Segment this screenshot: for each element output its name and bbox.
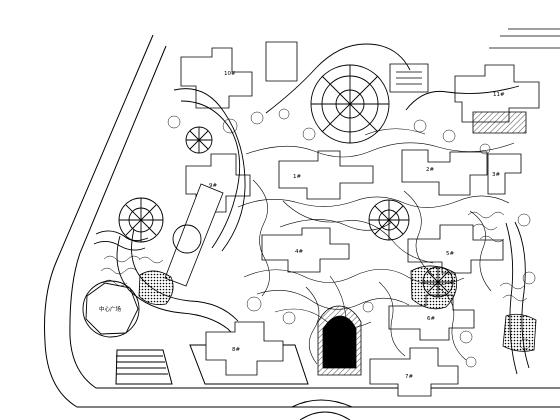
- round-plaza-label: 中心广场: [99, 305, 122, 313]
- building-label-9: 9#: [209, 183, 217, 189]
- garden-line-6: [279, 219, 393, 231]
- northeast-hatched-terrace: [472, 111, 527, 134]
- northwest-building: [180, 47, 253, 109]
- garden-line-8: [282, 200, 434, 264]
- east-textured-plaza: [410, 265, 458, 310]
- block-middle-right: [407, 224, 504, 274]
- west-pond-circle: [172, 224, 202, 254]
- garden-line-2: [237, 195, 510, 208]
- garden-line-12: [305, 286, 320, 365]
- tree-circles: [167, 108, 536, 368]
- north-and-west-structures: [180, 28, 560, 213]
- building-label-1: 1#: [293, 174, 301, 180]
- garden-line-4: [256, 289, 410, 310]
- inner-road-edge: [69, 45, 560, 389]
- block-upper-left: [278, 150, 374, 200]
- outer-road-edge: [44, 34, 560, 408]
- round-plaza-inner-shape: [85, 282, 139, 335]
- garden-line-11: [469, 210, 492, 292]
- block-upper-right: [487, 153, 522, 195]
- hatched-and-filled-areas: [138, 111, 537, 376]
- west-water-edge-inner: [93, 241, 146, 251]
- entry-curve-inner: [299, 411, 351, 420]
- west-textured-garden: [138, 270, 174, 306]
- west-planting: [100, 255, 164, 287]
- block-middle-left: [261, 227, 350, 273]
- block-south-left: [205, 321, 284, 376]
- building-label-11: 11#: [493, 92, 505, 98]
- building-label-2: 2#: [426, 167, 434, 173]
- east-textured-edge: [502, 313, 537, 352]
- northeast-path: [405, 85, 520, 111]
- building-label-6: 6#: [427, 316, 435, 322]
- south-dark-plaza-core: [322, 315, 357, 369]
- north-small-block: [265, 41, 298, 82]
- circular-features: [82, 64, 454, 338]
- garden-line-9: [252, 179, 270, 297]
- north-arc-path: [265, 43, 411, 114]
- building-label-8: 8#: [232, 347, 240, 353]
- block-upper-center: [401, 149, 488, 196]
- garden-line-7: [364, 128, 426, 136]
- central-fountain-spokes: [369, 200, 409, 240]
- parking-strip: [115, 349, 173, 385]
- building-label-3: 3#: [492, 172, 500, 178]
- pavilion-court: [389, 63, 429, 93]
- north-amphitheater-spokes: [311, 65, 389, 143]
- building-label-4: 4#: [295, 249, 303, 255]
- garden-line-10: [403, 190, 435, 277]
- residential-blocks: [164, 149, 522, 397]
- northeast-building: [454, 64, 540, 123]
- main-west-loop: [173, 88, 246, 252]
- pavilion-court-lines: [396, 71, 422, 85]
- west-building: [185, 153, 251, 213]
- east-water-edge-inner: [505, 222, 518, 375]
- round-plaza: [82, 280, 140, 338]
- main-west-loop-inner: [180, 100, 241, 249]
- block-south-right: [369, 347, 459, 397]
- tree-clusters: [100, 108, 536, 368]
- entry-curve: [291, 399, 353, 408]
- garden-line-14: [378, 281, 406, 357]
- east-planting: [467, 211, 528, 302]
- garden-line-1: [245, 142, 515, 158]
- north-rose-spokes: [186, 127, 212, 153]
- north-road-lines: [489, 28, 560, 49]
- linear-west-block: [164, 183, 224, 287]
- plan-labels: 中心广场 1# 2# 3# 4# 5# 6# 7# 8# 9# 10# 11#: [99, 71, 505, 380]
- west-water-edge: [95, 230, 149, 241]
- building-label-7: 7#: [405, 374, 413, 380]
- west-rose-spokes: [119, 198, 163, 242]
- parking-lines: [116, 355, 168, 375]
- building-label-5: 5#: [446, 251, 454, 257]
- building-label-10: 10#: [224, 71, 236, 77]
